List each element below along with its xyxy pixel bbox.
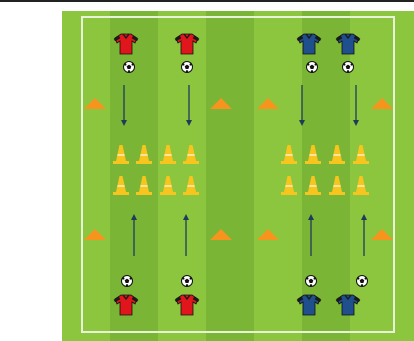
- cone-base: [136, 192, 152, 195]
- ball-patch: [130, 277, 132, 279]
- ball-patch: [351, 63, 353, 65]
- pitch-stripe: [62, 11, 110, 341]
- cone-stripe: [164, 185, 171, 187]
- ball-patch: [314, 277, 316, 279]
- cone-base: [183, 161, 199, 164]
- soccer-ball-icon: [124, 62, 135, 73]
- ball-patch: [182, 63, 184, 65]
- soccer-ball-icon: [182, 276, 193, 287]
- cone-base: [281, 192, 297, 195]
- ball-patch: [190, 63, 192, 65]
- cone-base: [305, 192, 321, 195]
- cone-base: [329, 192, 345, 195]
- ball-patch: [343, 63, 345, 65]
- cone-stripe: [357, 154, 364, 156]
- ball-patch: [310, 284, 312, 286]
- ball-patch: [357, 277, 359, 279]
- cone-stripe: [164, 154, 171, 156]
- cone-base: [329, 161, 345, 164]
- soccer-ball-icon: [307, 62, 318, 73]
- pitch-stripe: [158, 11, 206, 341]
- ball-patch: [315, 63, 317, 65]
- cone-stripe: [309, 185, 316, 187]
- cone-stripe: [333, 154, 340, 156]
- cone-stripe: [117, 154, 124, 156]
- cone-base: [281, 161, 297, 164]
- ball-patch: [365, 277, 367, 279]
- ball-patch: [190, 277, 192, 279]
- cone-base: [136, 161, 152, 164]
- soccer-ball-icon: [306, 276, 317, 287]
- cone-base: [353, 192, 369, 195]
- pitch-stripe: [302, 11, 350, 341]
- pitch-stripe: [206, 11, 254, 341]
- cone-base: [160, 161, 176, 164]
- cone-stripe: [117, 185, 124, 187]
- ball-patch: [124, 63, 126, 65]
- ball-patch: [122, 277, 124, 279]
- cone-base: [353, 161, 369, 164]
- pitch-stripe: [254, 11, 302, 341]
- ball-patch: [307, 63, 309, 65]
- cone-stripe: [309, 154, 316, 156]
- cone-stripe: [187, 185, 194, 187]
- ball-patch: [128, 70, 130, 72]
- cone-stripe: [357, 185, 364, 187]
- ball-patch: [126, 284, 128, 286]
- soccer-ball-icon: [122, 276, 133, 287]
- cone-stripe: [140, 185, 147, 187]
- cone-base: [160, 192, 176, 195]
- cone-stripe: [187, 154, 194, 156]
- soccer-ball-icon: [343, 62, 354, 73]
- ball-patch: [132, 63, 134, 65]
- pitch-stripe: [110, 11, 158, 341]
- soccer-ball-icon: [357, 276, 368, 287]
- ball-patch: [182, 277, 184, 279]
- ball-patch: [361, 284, 363, 286]
- ball-patch: [347, 70, 349, 72]
- cone-stripe: [285, 154, 292, 156]
- ball-patch: [186, 70, 188, 72]
- cone-base: [113, 161, 129, 164]
- ball-patch: [311, 70, 313, 72]
- soccer-ball-icon: [182, 62, 193, 73]
- cone-base: [305, 161, 321, 164]
- cone-stripe: [333, 185, 340, 187]
- cone-stripe: [285, 185, 292, 187]
- cone-stripe: [140, 154, 147, 156]
- ball-patch: [306, 277, 308, 279]
- cone-base: [113, 192, 129, 195]
- cone-base: [183, 192, 199, 195]
- ball-patch: [186, 284, 188, 286]
